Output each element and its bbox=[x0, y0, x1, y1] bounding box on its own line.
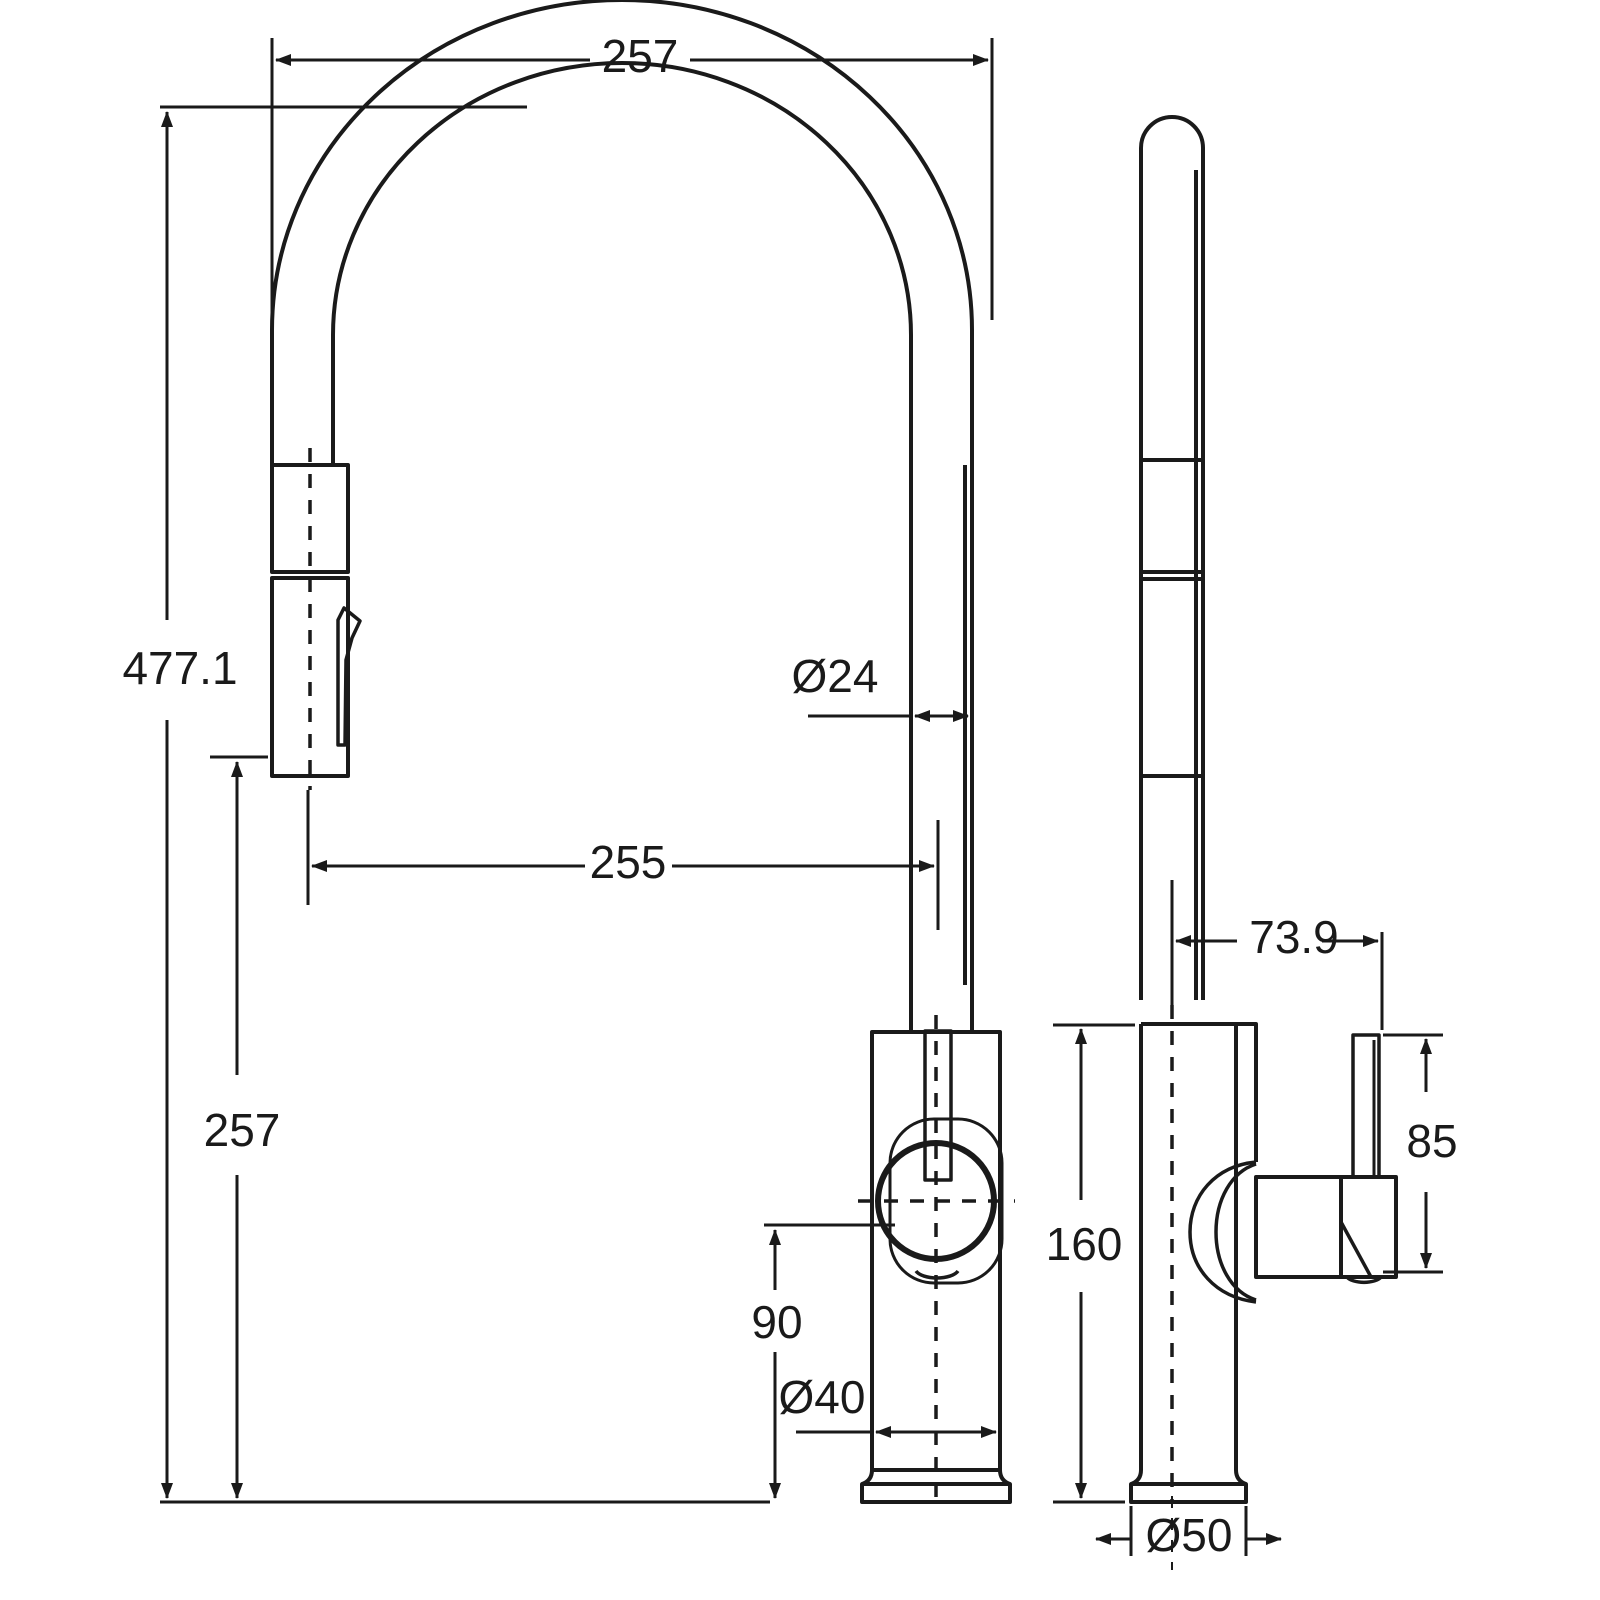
spray-trigger-lever bbox=[336, 606, 362, 747]
side-handle-cap-bevel bbox=[1339, 1221, 1373, 1278]
dim-label-spout-height: 257 bbox=[204, 1104, 281, 1156]
dimension-spray-reach bbox=[306, 790, 940, 930]
dim-label-lever-height: 85 bbox=[1406, 1115, 1457, 1167]
dimension-lever-height bbox=[1383, 1033, 1443, 1274]
side-elevation-view bbox=[1129, 115, 1398, 1504]
dim-label-handle-center-height: 90 bbox=[751, 1296, 802, 1348]
side-spout-tube bbox=[1139, 115, 1205, 1000]
dim-label-overall-height: 477.1 bbox=[122, 642, 237, 694]
dim-label-body-height: 160 bbox=[1046, 1218, 1123, 1270]
dimension-spout-tube-dia bbox=[808, 620, 974, 760]
base-flange-front bbox=[860, 1468, 1012, 1504]
dimension-base-dia bbox=[1095, 1496, 1282, 1570]
dimension-spout-height bbox=[210, 755, 268, 1499]
gooseneck-outer-profile bbox=[270, 0, 974, 465]
side-handle-collar bbox=[1188, 1160, 1257, 1304]
gooseneck-inner-profile bbox=[331, 61, 913, 465]
dimension-body-height bbox=[1053, 1023, 1135, 1504]
sprayhead-lower-barrel bbox=[270, 576, 350, 778]
dim-label-body-dia: Ø40 bbox=[779, 1371, 866, 1423]
dim-label-top-reach: 257 bbox=[602, 30, 679, 82]
side-body-outline bbox=[1141, 1022, 1258, 1162]
dimension-overall-height bbox=[160, 105, 770, 1504]
side-lever-upright bbox=[1351, 1033, 1381, 1177]
front-elevation-view bbox=[270, 0, 1015, 1504]
dim-label-handle-projection: 73.9 bbox=[1249, 911, 1339, 963]
handle-hub-outline bbox=[888, 1117, 1004, 1285]
dim-label-base-dia: Ø50 bbox=[1146, 1509, 1233, 1561]
base-flange-side bbox=[1129, 1024, 1248, 1504]
dimension-top-reach bbox=[270, 38, 994, 370]
dimension-handle-projection bbox=[1170, 880, 1384, 1030]
sprayhead-upper-barrel bbox=[270, 463, 350, 574]
dim-label-spout-tube-dia: Ø24 bbox=[792, 650, 879, 702]
dim-label-spray-reach: 255 bbox=[590, 836, 667, 888]
side-handle-cap-notch bbox=[1345, 1275, 1383, 1285]
dimension-handle-center-height bbox=[764, 1223, 895, 1499]
handle-lever-front bbox=[923, 1029, 953, 1182]
